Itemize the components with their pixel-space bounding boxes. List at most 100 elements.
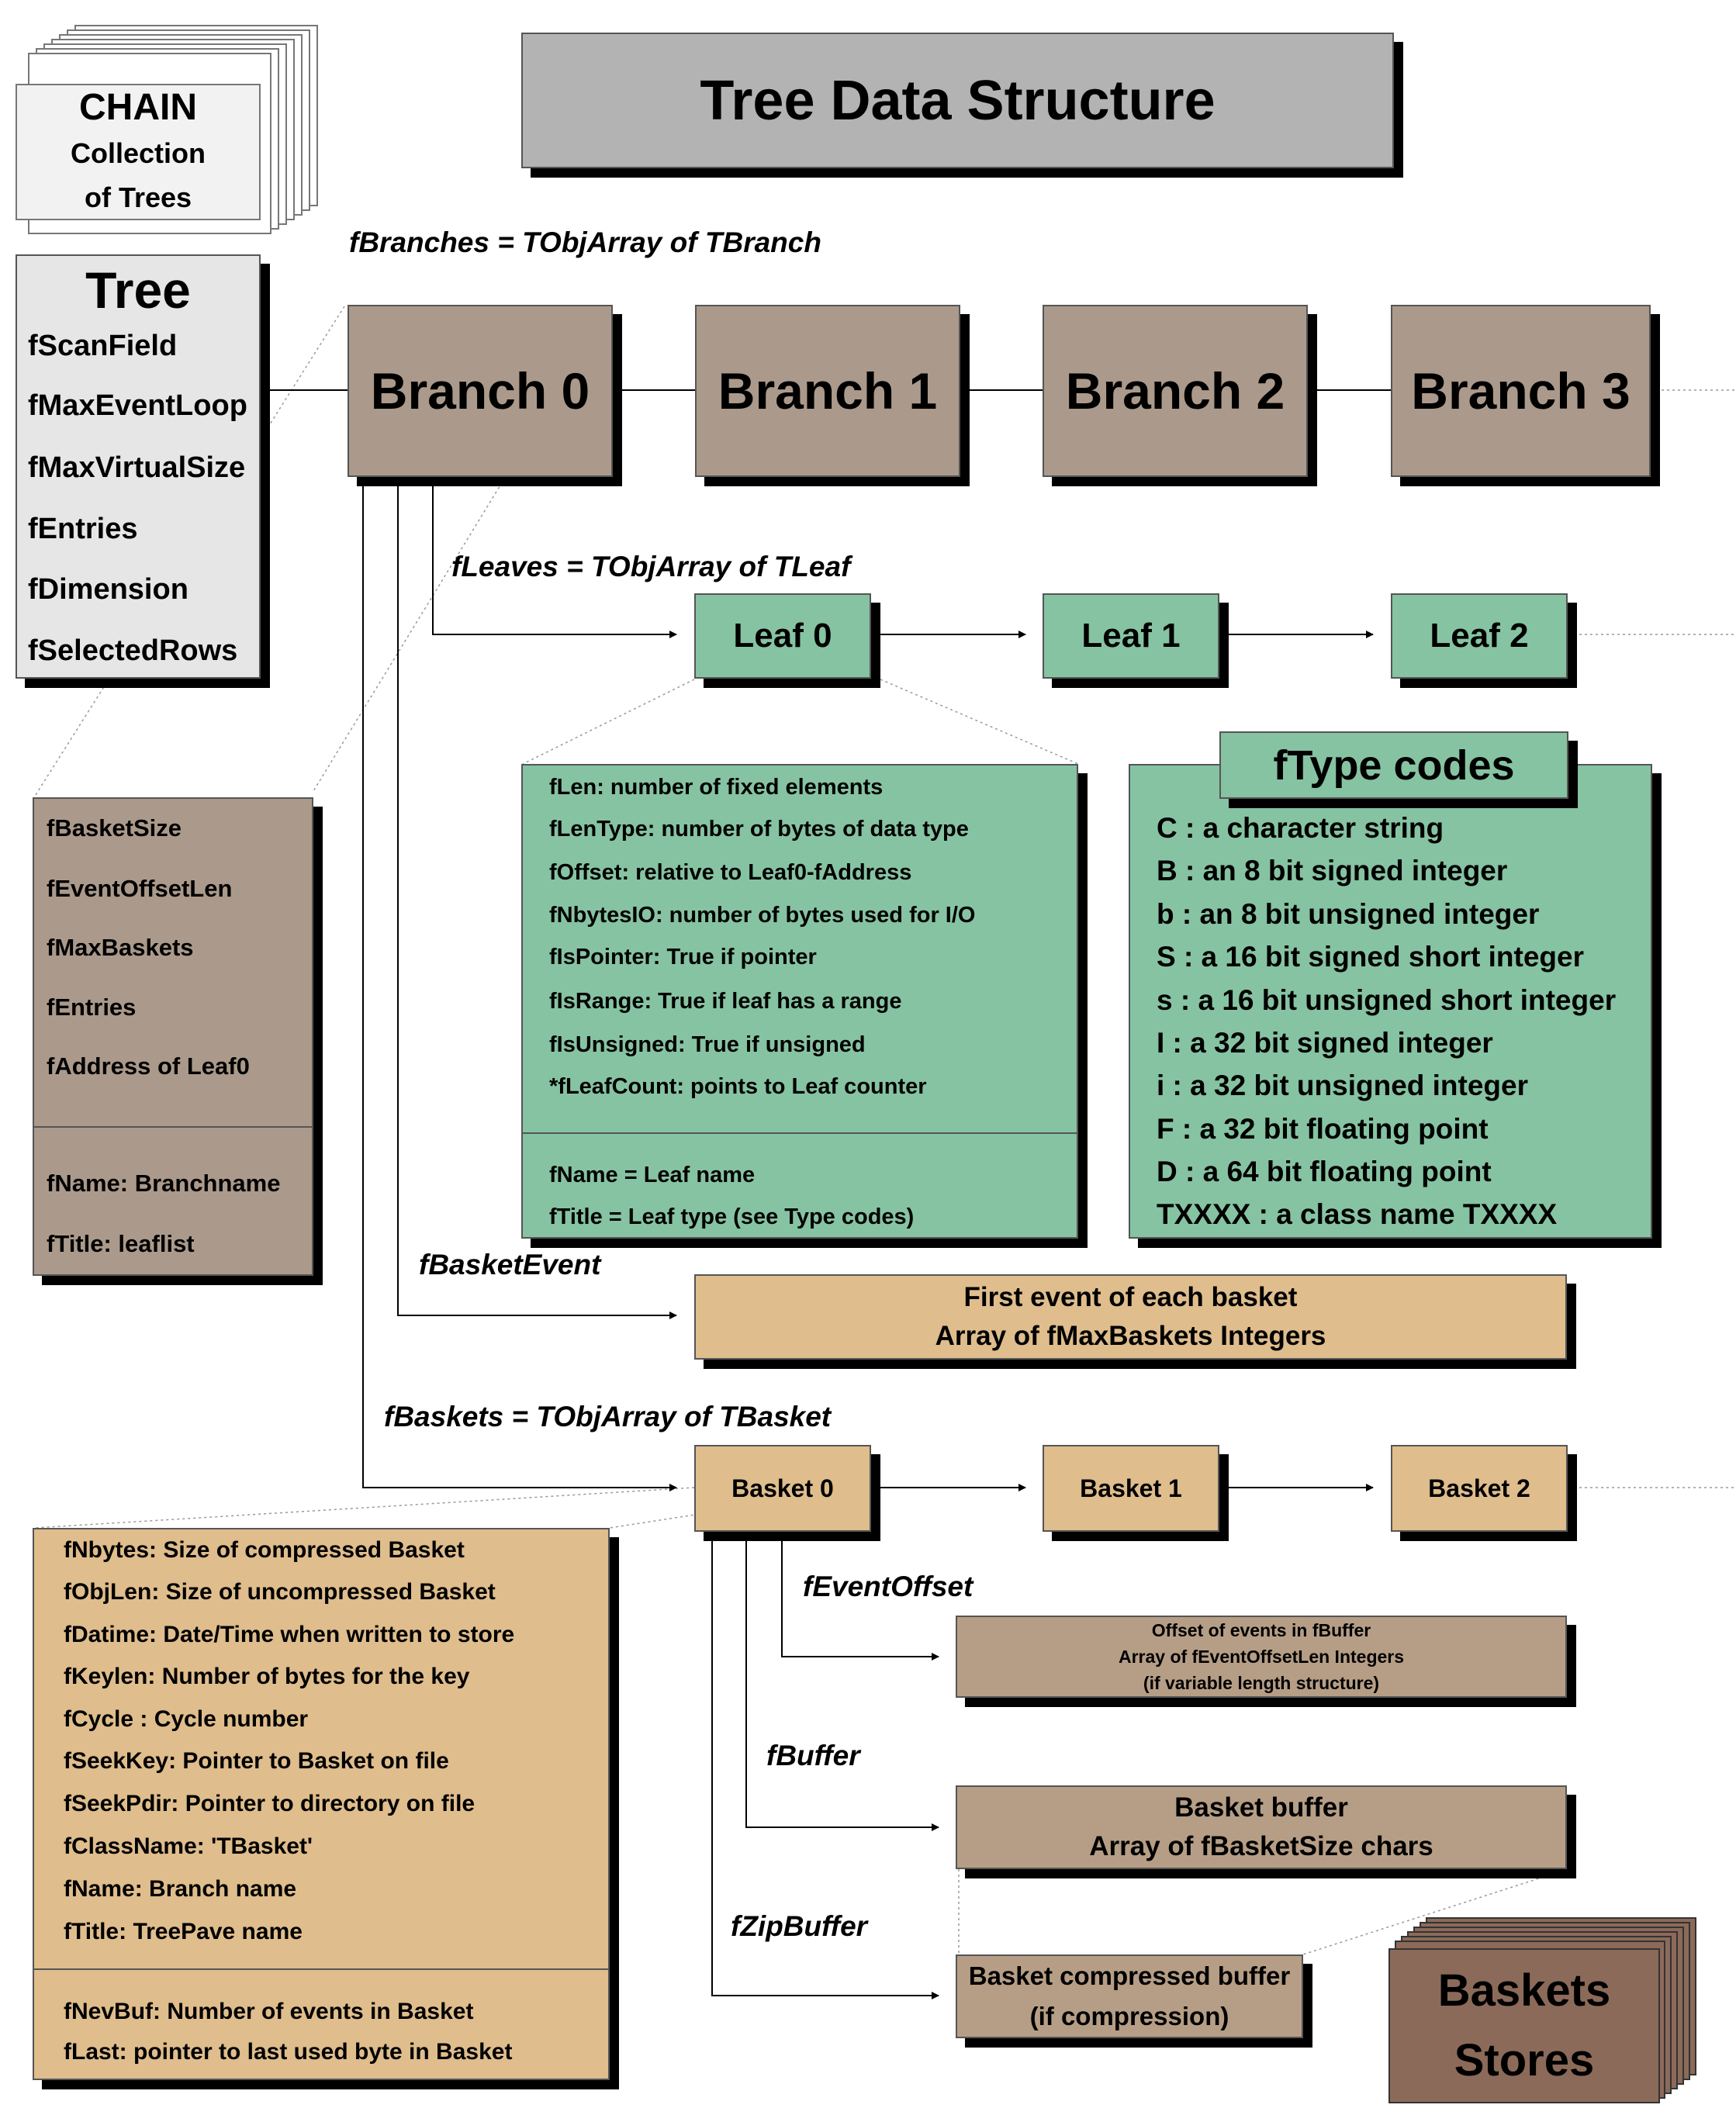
branch-2[interactable]: Branch 2 — [1043, 305, 1308, 477]
branch-field: fMaxBaskets — [47, 934, 194, 961]
baskets-label: fBaskets = TObjArray of TBasket — [384, 1401, 832, 1433]
type-code: I : a 32 bit signed integer — [1157, 1027, 1493, 1059]
leaf-field: fOffset: relative to Leaf0-fAddress — [549, 860, 912, 885]
basket-1[interactable]: Basket 1 — [1043, 1445, 1219, 1532]
buffer-label: fBuffer — [766, 1740, 860, 1771]
basket-field: fSeekPdir: Pointer to directory on file — [64, 1791, 475, 1816]
branch-3[interactable]: Branch 3 — [1391, 305, 1651, 477]
leaf-name-field: fTitle = Leaf type (see Type codes) — [549, 1204, 915, 1229]
branch-label: Branch 2 — [1065, 362, 1285, 420]
chain-line-2: of Trees — [84, 181, 192, 213]
tree-title: Tree — [85, 261, 191, 319]
leaf-field: fIsUnsigned: True if unsigned — [549, 1032, 866, 1057]
branches-label: fBranches = TObjArray of TBranch — [349, 226, 821, 258]
leaf-field: fLenType: number of bytes of data type — [549, 817, 969, 842]
type-codes-title: fType codes — [1219, 731, 1568, 799]
branch-divider — [34, 1126, 312, 1128]
branch-name-field: fName: Branchname — [47, 1170, 281, 1197]
type-code: i : a 32 bit unsigned integer — [1157, 1070, 1529, 1101]
leaf-label: Leaf 0 — [733, 617, 832, 655]
basket-extra-field: fNevBuf: Number of events in Basket — [64, 1999, 474, 2024]
branch-field: fEventOffsetLen — [47, 875, 233, 902]
stores-line-2: Stores — [1454, 2035, 1595, 2086]
branch-details: fBasketSize fEventOffsetLen fMaxBaskets … — [33, 797, 313, 1276]
basket-0[interactable]: Basket 0 — [694, 1445, 871, 1532]
tree-field: fMaxEventLoop — [28, 389, 247, 422]
buffer-box: Basket buffer Array of fBasketSize chars — [956, 1785, 1567, 1869]
leaf-2[interactable]: Leaf 2 — [1391, 593, 1568, 679]
type-code: TXXXX : a class name TXXXX — [1157, 1198, 1558, 1230]
basket-label: Basket 0 — [731, 1474, 834, 1502]
basket-event-line-2: Array of fMaxBaskets Integers — [935, 1321, 1326, 1351]
type-code: F : a 32 bit floating point — [1157, 1113, 1489, 1145]
branch-0[interactable]: Branch 0 — [348, 305, 613, 477]
basket-field: fNbytes: Size of compressed Basket — [64, 1537, 465, 1563]
leaf-field: fIsPointer: True if pointer — [549, 945, 817, 969]
basket-field: fDatime: Date/Time when written to store — [64, 1622, 515, 1647]
chain-title: CHAIN — [79, 87, 197, 128]
leaf-field: fLen: number of fixed elements — [549, 775, 884, 800]
basket-extra-field: fLast: pointer to last used byte in Bask… — [64, 2039, 513, 2065]
branch-field: fEntries — [47, 994, 137, 1021]
basket-2[interactable]: Basket 2 — [1391, 1445, 1568, 1532]
type-code: s : a 16 bit unsigned short integer — [1157, 984, 1617, 1016]
zip-buffer-line-2: (if compression) — [1029, 2002, 1229, 2030]
zip-buffer-line-1: Basket compressed buffer — [968, 1961, 1291, 1990]
type-code: S : a 16 bit signed short integer — [1157, 941, 1584, 973]
leaf-field: *fLeafCount: points to Leaf counter — [549, 1074, 927, 1099]
type-code: D : a 64 bit floating point — [1157, 1156, 1492, 1187]
branch-field: fAddress of Leaf0 — [47, 1052, 250, 1080]
event-offset-line-3: (if variable length structure) — [1143, 1673, 1380, 1693]
tree-field: fScanField — [28, 330, 178, 362]
basket-divider — [34, 1968, 608, 1970]
basket-field: fObjLen: Size of uncompressed Basket — [64, 1579, 496, 1605]
branch-field: fBasketSize — [47, 814, 182, 842]
basket-event-label: fBasketEvent — [419, 1249, 601, 1280]
basket-field: fTitle: TreePave name — [64, 1919, 303, 1944]
tree-field: fSelectedRows — [28, 634, 238, 667]
title-banner: Tree Data Structure — [521, 33, 1394, 168]
tree-field: fDimension — [28, 573, 188, 606]
branch-label: Branch 1 — [718, 362, 938, 420]
event-offset-label: fEventOffset — [803, 1571, 973, 1602]
basket-details: fNbytes: Size of compressed Basket fObjL… — [33, 1528, 610, 2080]
leaf-label: Leaf 2 — [1430, 617, 1529, 655]
basket-label: Basket 2 — [1428, 1474, 1530, 1502]
tree-field: fEntries — [28, 513, 138, 545]
zip-buffer-box: Basket compressed buffer (if compression… — [956, 1954, 1303, 2038]
type-code: B : an 8 bit signed integer — [1157, 855, 1508, 886]
leaf-details: fLen: number of fixed elements fLenType:… — [521, 764, 1078, 1239]
basket-field: fClassName: 'TBasket' — [64, 1833, 313, 1859]
type-codes-box: C : a character string B : an 8 bit sign… — [1129, 764, 1652, 1239]
chain-stack: CHAIN Collection of Trees — [16, 25, 326, 234]
event-offset-box: Offset of events in fBuffer Array of fEv… — [956, 1616, 1567, 1698]
buffer-line-2: Array of fBasketSize chars — [1089, 1831, 1433, 1861]
branch-name-field: fTitle: leaflist — [47, 1230, 195, 1257]
branch-label: Branch 0 — [370, 362, 590, 420]
page-title: Tree Data Structure — [700, 69, 1216, 132]
tree-field: fMaxVirtualSize — [28, 451, 246, 484]
type-code: C : a character string — [1157, 812, 1444, 844]
basket-field: fSeekKey: Pointer to Basket on file — [64, 1748, 449, 1774]
basket-field: fCycle : Cycle number — [64, 1706, 309, 1732]
tree-box: Tree fScanField fMaxEventLoop fMaxVirtua… — [16, 254, 261, 679]
leaf-label: Leaf 1 — [1081, 617, 1181, 655]
branch-1[interactable]: Branch 1 — [695, 305, 960, 477]
event-offset-line-2: Array of fEventOffsetLen Integers — [1118, 1647, 1405, 1667]
chain-box: CHAIN Collection of Trees — [16, 84, 261, 220]
type-code: b : an 8 bit unsigned integer — [1157, 898, 1540, 930]
leaf-field: fNbytesIO: number of bytes used for I/O — [549, 903, 976, 928]
event-offset-line-1: Offset of events in fBuffer — [1151, 1620, 1371, 1640]
branch-label: Branch 3 — [1411, 362, 1631, 420]
leaf-1[interactable]: Leaf 1 — [1043, 593, 1219, 679]
leaf-0[interactable]: Leaf 0 — [694, 593, 871, 679]
zip-buffer-label: fZipBuffer — [731, 1910, 868, 1942]
buffer-line-1: Basket buffer — [1174, 1792, 1348, 1823]
basket-event-box: First event of each basket Array of fMax… — [694, 1274, 1567, 1360]
solid-connectors — [268, 389, 1391, 1999]
type-codes-heading: fType codes — [1273, 741, 1515, 789]
leaf-divider — [523, 1132, 1077, 1134]
basket-field: fName: Branch name — [64, 1876, 297, 1902]
